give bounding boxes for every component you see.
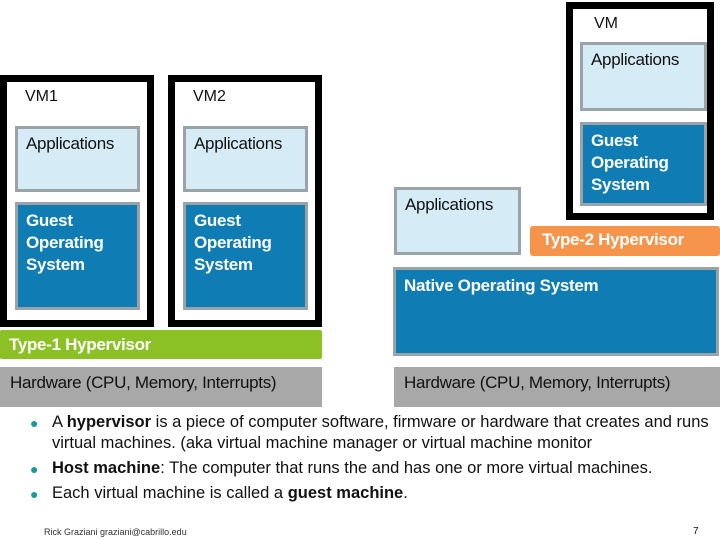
guest-line: Operating <box>591 153 669 172</box>
vm1-box: VM1 Applications Guest Operating System <box>0 75 154 327</box>
guest-line: System <box>591 175 650 194</box>
bullet-text: Each virtual machine is called a <box>52 484 288 502</box>
vm2-guest-os: Guest Operating System <box>183 202 308 310</box>
bullet-bold: guest machine <box>287 484 404 502</box>
guest-line: Guest <box>591 131 638 150</box>
bullet-bold: hypervisor <box>66 413 152 431</box>
footer-author: Rick Graziani graziani@cabrillo.edu <box>44 527 187 537</box>
guest-line: System <box>26 255 85 274</box>
vm-guest-os: Guest Operating System <box>580 122 707 206</box>
vm1-title: VM1 <box>25 88 58 105</box>
host-applications: Applications <box>394 187 521 255</box>
type2-hypervisor: Type-2 Hypervisor <box>530 226 720 256</box>
guest-line: System <box>194 255 253 274</box>
vm2-box: VM2 Applications Guest Operating System <box>168 75 322 327</box>
bullet-list: ● A hypervisor is a piece of computer so… <box>30 412 720 508</box>
vm2-applications: Applications <box>183 126 308 192</box>
guest-line: Guest <box>194 211 241 230</box>
bullet-dot-icon: ● <box>30 415 39 431</box>
guest-line: Guest <box>26 211 73 230</box>
bullet-item: ● Each virtual machine is called a guest… <box>30 483 720 504</box>
vm1-applications: Applications <box>15 126 140 192</box>
bullet-dot-icon: ● <box>30 461 39 477</box>
vm-applications: Applications <box>580 42 707 111</box>
bullet-text: is a piece of computer software, firmwar… <box>52 413 709 452</box>
native-operating-system: Native Operating System <box>393 267 719 356</box>
bullet-item: ● Host machine: The computer that runs t… <box>30 458 720 479</box>
bullet-text: A <box>52 413 67 431</box>
vm-box: VM Applications Guest Operating System <box>566 2 714 220</box>
vm2-title: VM2 <box>193 88 226 105</box>
type2-hardware: Hardware (CPU, Memory, Interrupts) <box>394 367 720 407</box>
page-number: 7 <box>693 526 699 537</box>
bullet-item: ● A hypervisor is a piece of computer so… <box>30 412 720 454</box>
bullet-bold: Host machine <box>52 459 161 477</box>
bullet-dot-icon: ● <box>30 486 39 502</box>
type1-hardware: Hardware (CPU, Memory, Interrupts) <box>0 367 322 407</box>
vm-title: VM <box>594 15 618 32</box>
type1-hypervisor: Type-1 Hypervisor <box>0 330 322 359</box>
guest-line: Operating <box>26 233 104 252</box>
bullet-text: : The computer that runs the and has one… <box>160 459 653 477</box>
vm1-guest-os: Guest Operating System <box>15 202 140 310</box>
bullet-text: . <box>403 484 408 502</box>
guest-line: Operating <box>194 233 272 252</box>
